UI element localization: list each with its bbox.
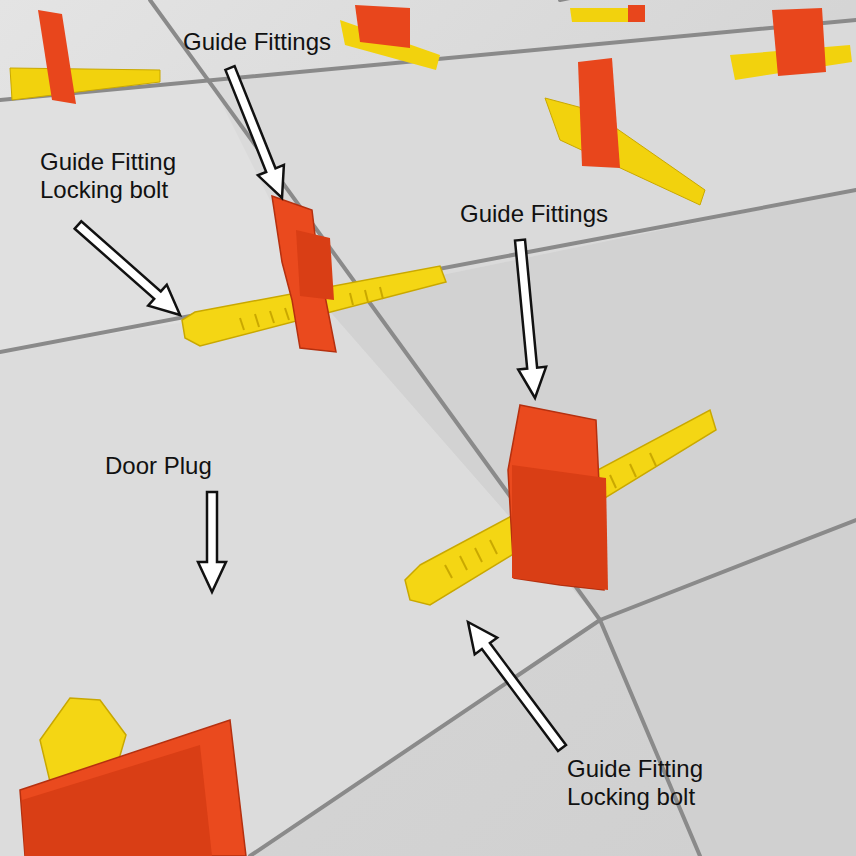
part-label: Guide Fitting Locking bolt — [40, 148, 215, 204]
part-label: Guide Fitting Locking bolt — [567, 755, 767, 811]
leader-arrow — [75, 221, 180, 315]
leader-arrow — [198, 492, 226, 592]
leader-arrow — [515, 240, 546, 399]
leader-arrow — [225, 66, 284, 198]
part-label: Guide Fittings — [183, 28, 423, 56]
part-label: Door Plug — [105, 452, 305, 480]
part-label: Guide Fittings — [460, 200, 700, 228]
leader-arrow — [468, 622, 566, 751]
